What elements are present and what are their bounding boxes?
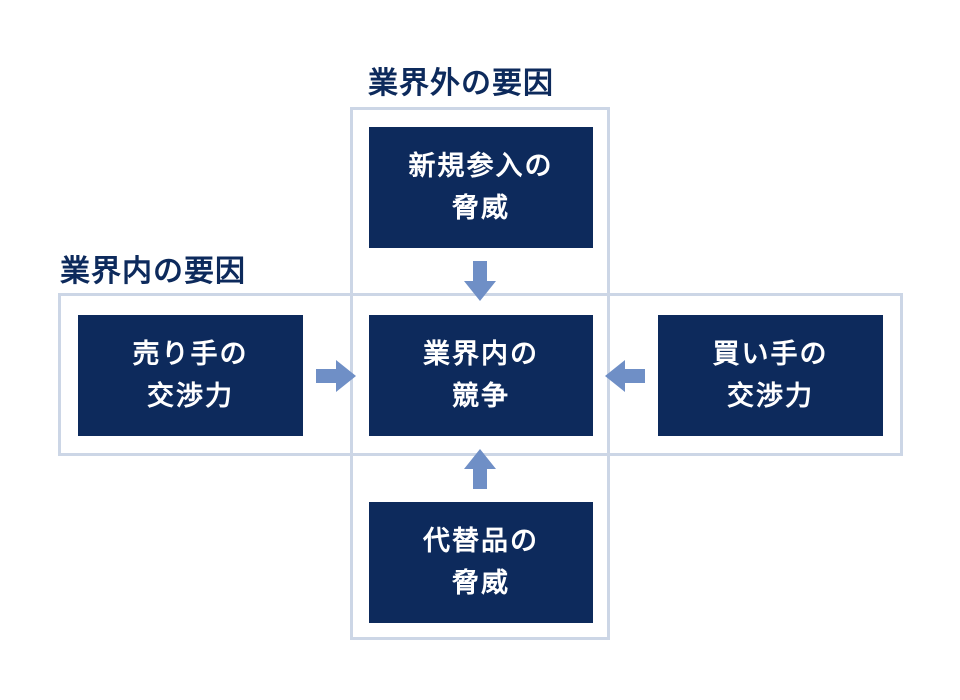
- suppliers-box: 売り手の 交渉力: [78, 315, 303, 436]
- suppliers-line2: 交渉力: [147, 380, 234, 412]
- buyers-box: 買い手の 交渉力: [658, 315, 883, 436]
- new-entrants-line1: 新規参入の: [408, 150, 554, 182]
- suppliers-line1: 売り手の: [132, 338, 249, 370]
- external-factors-label: 業界外の要因: [368, 66, 554, 101]
- arrow-left-icon: [605, 360, 645, 392]
- rivalry-box: 業界内の 競争: [369, 315, 593, 436]
- arrow-down-icon: [464, 261, 496, 301]
- buyers-line1: 買い手の: [712, 338, 829, 370]
- substitutes-box: 代替品の 脅威: [369, 502, 593, 623]
- substitutes-line1: 代替品の: [423, 525, 539, 557]
- internal-factors-label: 業界内の要因: [60, 254, 246, 289]
- new-entrants-box: 新規参入の 脅威: [369, 127, 593, 248]
- rivalry-line1: 業界内の: [423, 338, 539, 370]
- rivalry-line2: 競争: [452, 380, 510, 412]
- arrow-up-icon: [464, 449, 496, 489]
- buyers-line2: 交渉力: [727, 380, 814, 412]
- arrow-right-icon: [316, 360, 356, 392]
- new-entrants-line2: 脅威: [452, 192, 510, 224]
- substitutes-line2: 脅威: [452, 567, 510, 599]
